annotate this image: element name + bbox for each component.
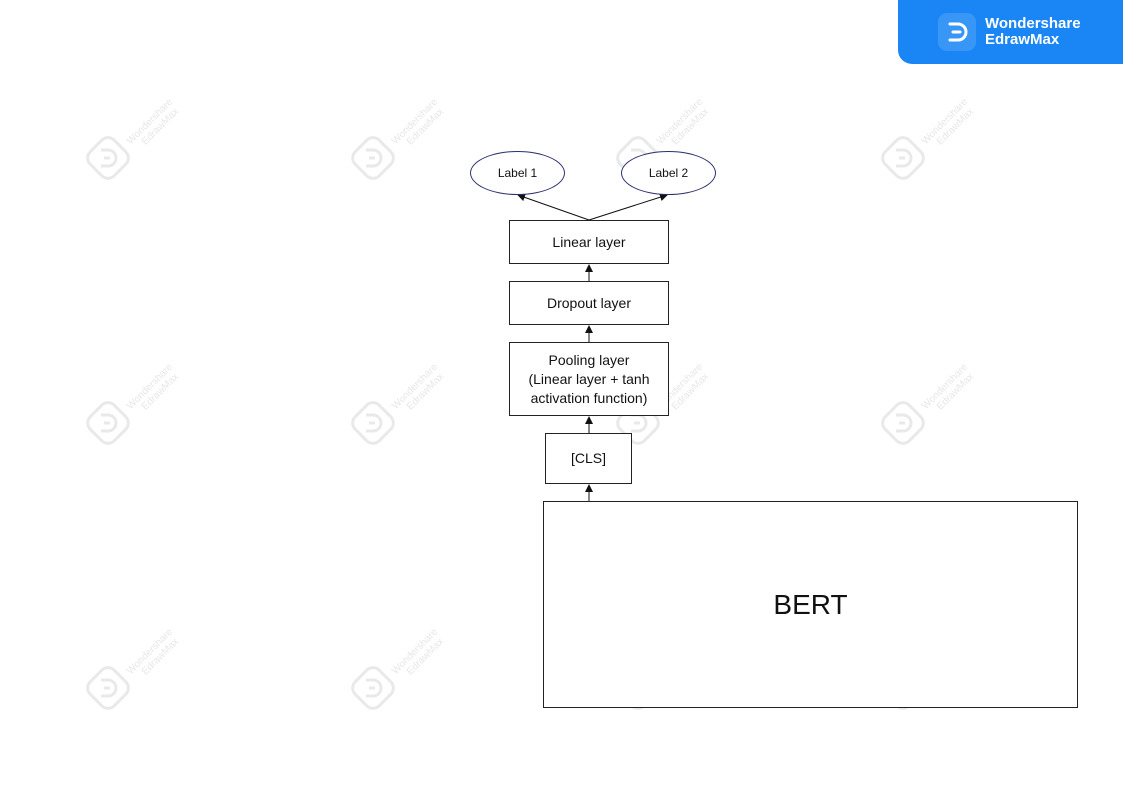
label2-node: Label 2 [621, 151, 716, 195]
brand-line1: Wondershare [985, 15, 1081, 32]
edrawmax-logo-icon [938, 13, 976, 51]
brand-badge: Wondershare EdrawMax [898, 0, 1123, 64]
linear-layer-node: Linear layer [509, 220, 669, 264]
pooling-line1: Pooling layer [548, 351, 630, 368]
arrow-linear-to-label1 [517, 193, 590, 221]
dropout-layer-node: Dropout layer [509, 281, 669, 325]
bert-node: BERT [543, 501, 1078, 708]
cls-node: [CLS] [545, 433, 632, 484]
pooling-layer-node: Pooling layer (Linear layer + tanh activ… [509, 342, 669, 416]
pooling-line2: (Linear layer + tanh [528, 370, 650, 387]
pooling-line3: activation function) [530, 389, 648, 406]
arrow-linear-to-label2 [588, 193, 668, 221]
label1-node: Label 1 [470, 151, 565, 195]
brand-line2: EdrawMax [985, 31, 1060, 48]
